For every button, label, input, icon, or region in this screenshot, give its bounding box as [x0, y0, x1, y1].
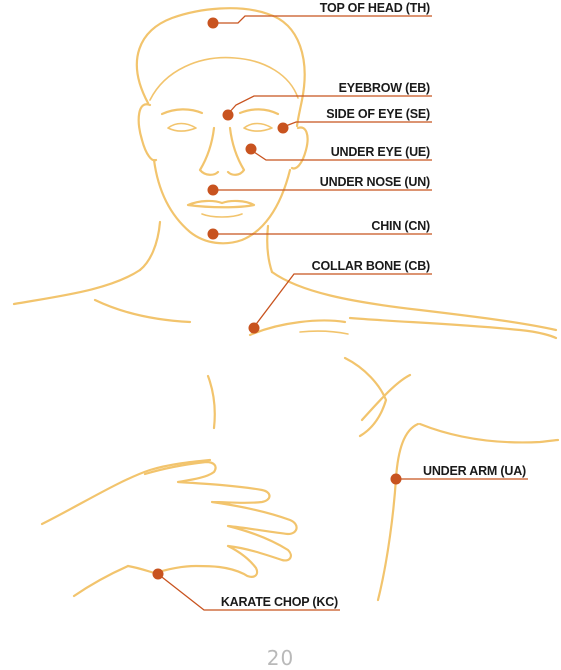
- point-collar-bone: [249, 323, 260, 334]
- collar-bone-right: [250, 321, 345, 335]
- neck-right: [267, 226, 272, 272]
- left-eye: [168, 124, 196, 132]
- right-ear: [292, 127, 308, 168]
- chest-right: [345, 358, 386, 436]
- point-eyebrow: [223, 110, 234, 121]
- label-under-arm: UNDER ARM (UA): [423, 464, 526, 478]
- label-side-of-eye: SIDE OF EYE (SE): [326, 107, 430, 121]
- lower-lip: [202, 214, 242, 217]
- leader-top-of-head: [213, 16, 432, 23]
- jaw: [154, 160, 290, 243]
- neck-left: [140, 222, 160, 270]
- right-eyebrow: [240, 109, 278, 114]
- point-under-arm: [391, 474, 402, 485]
- nose: [200, 128, 244, 175]
- label-karate-chop: KARATE CHOP (KC): [221, 595, 338, 609]
- point-under-eye: [246, 144, 257, 155]
- label-eyebrow: EYEBROW (EB): [339, 81, 430, 95]
- page-number: 20: [0, 646, 561, 670]
- leader-side-of-eye: [283, 122, 432, 127]
- hairline: [150, 58, 298, 100]
- label-top-of-head: TOP OF HEAD (TH): [320, 1, 430, 15]
- label-under-eye: UNDER EYE (UE): [331, 145, 430, 159]
- label-under-nose: UNDER NOSE (UN): [320, 175, 430, 189]
- left-shoulder: [14, 270, 140, 304]
- head-outline: [137, 8, 305, 126]
- collar-bone-right-lower: [300, 331, 348, 334]
- left-ear: [139, 104, 156, 160]
- body-outline: [14, 8, 558, 600]
- mouth: [188, 201, 254, 207]
- right-arm-upper: [350, 318, 556, 338]
- point-side-of-eye: [278, 123, 289, 134]
- label-collar-bone: COLLAR BONE (CB): [312, 259, 430, 273]
- point-karate-chop: [153, 569, 164, 580]
- left-arm: [42, 460, 210, 524]
- label-chin: CHIN (CN): [371, 219, 430, 233]
- left-eyebrow: [162, 109, 202, 114]
- leader-collar-bone: [254, 274, 432, 327]
- collar-bone-left: [95, 300, 190, 322]
- right-arm-inner: [378, 424, 418, 600]
- leader-lines: [158, 16, 528, 610]
- labels: TOP OF HEAD (TH) EYEBROW (EB) SIDE OF EY…: [221, 1, 526, 609]
- left-forearm-lower: [74, 566, 128, 596]
- tapping-points: [153, 18, 402, 580]
- right-arm-outer: [420, 424, 558, 442]
- right-eye: [244, 124, 272, 132]
- point-under-nose: [208, 185, 219, 196]
- sternum: [208, 376, 215, 428]
- point-chin: [208, 229, 219, 240]
- hand: [145, 462, 297, 577]
- point-top-of-head: [208, 18, 219, 29]
